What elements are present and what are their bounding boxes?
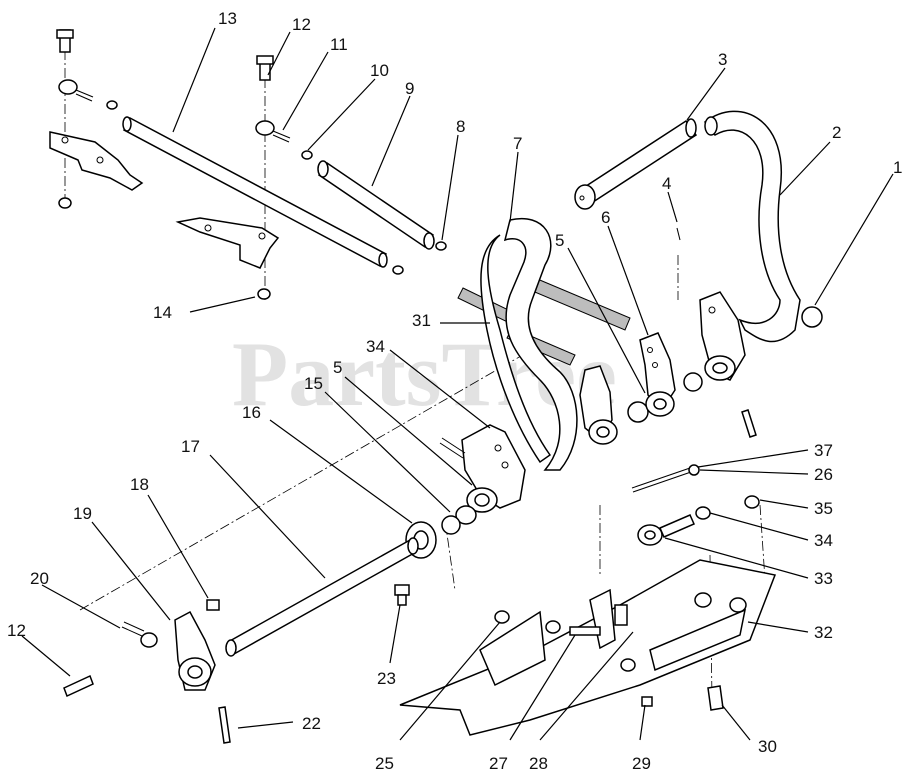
callout-11: 11	[330, 35, 348, 54]
callout-31: 31	[412, 311, 431, 330]
callout-29: 29	[632, 754, 651, 773]
callout-16: 16	[242, 403, 261, 422]
callout-14: 14	[153, 303, 172, 322]
callout-34-upper: 34	[366, 337, 385, 356]
callout-33: 33	[814, 569, 833, 588]
rod-13	[122, 116, 388, 268]
callout-37: 37	[814, 441, 833, 460]
left-bracket-assembly	[49, 29, 144, 209]
callout-19: 19	[73, 504, 92, 523]
callout-26: 26	[814, 465, 833, 484]
callout-30: 30	[758, 737, 777, 756]
callout-32: 32	[814, 623, 833, 642]
callout-10: 10	[370, 61, 389, 80]
callout-4: 4	[662, 174, 671, 193]
callout-labels: 1 2 3 4 5 5 6 7 8 9 10 11 12 12 13 14 15…	[7, 9, 902, 773]
callout-1: 1	[893, 158, 902, 177]
callout-17: 17	[181, 437, 200, 456]
leader-lines	[21, 27, 894, 741]
callout-15: 15	[304, 374, 323, 393]
base-plate-32	[399, 559, 777, 736]
callout-3: 3	[718, 50, 727, 69]
handle-7	[480, 217, 578, 471]
callout-35: 35	[814, 499, 833, 518]
callout-8: 8	[456, 117, 465, 136]
callout-25: 25	[375, 754, 394, 773]
callout-9: 9	[405, 79, 414, 98]
small-hardware	[394, 464, 760, 606]
center-crank-assembly	[579, 332, 703, 445]
callout-28: 28	[529, 754, 548, 773]
callout-2: 2	[832, 123, 841, 142]
callout-6: 6	[601, 208, 610, 227]
rod-9	[317, 160, 447, 251]
lower-left-crank	[63, 599, 231, 744]
callout-5-upper: 5	[555, 231, 564, 250]
callout-7: 7	[513, 134, 522, 153]
callout-13: 13	[218, 9, 237, 28]
rod-17	[225, 537, 419, 657]
callout-20: 20	[30, 569, 49, 588]
callout-5-lower: 5	[333, 358, 342, 377]
right-handle-assembly	[574, 110, 823, 438]
callout-23: 23	[377, 669, 396, 688]
callout-12-upper: 12	[292, 15, 311, 34]
callout-18: 18	[130, 475, 149, 494]
callout-34-lower: 34	[814, 531, 833, 550]
mid-bracket-assembly	[175, 55, 404, 300]
callout-27: 27	[489, 754, 508, 773]
callout-12-lower: 12	[7, 621, 26, 640]
left-crank-assembly	[405, 424, 526, 559]
callout-22: 22	[302, 714, 321, 733]
